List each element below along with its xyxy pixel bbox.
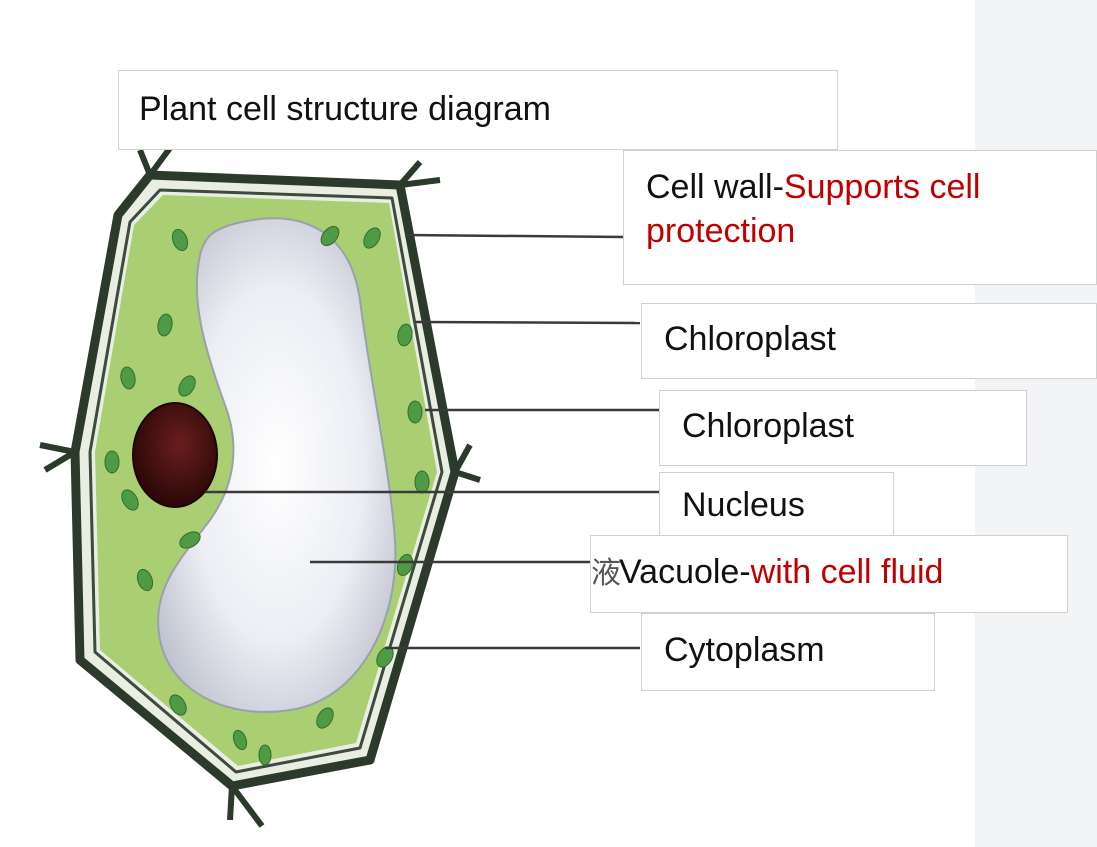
label-chloroplast-1: Chloroplast bbox=[641, 303, 1097, 379]
diagram-title: Plant cell structure diagram bbox=[118, 70, 838, 150]
nucleus-shape bbox=[133, 403, 217, 507]
vacuole-residual-char: 液 bbox=[591, 557, 619, 590]
cell-wall-name: Cell wall- bbox=[646, 168, 784, 206]
vacuole-name: Vacuole- bbox=[619, 553, 751, 591]
label-cell-wall: Cell wall-Supports cell protection bbox=[623, 150, 1097, 285]
chloroplast-1-text: Chloroplast bbox=[664, 320, 836, 358]
chloroplast-2-text: Chloroplast bbox=[682, 407, 854, 445]
label-vacuole: 液Vacuole-with cell fluid bbox=[590, 535, 1068, 613]
nucleus-text: Nucleus bbox=[682, 486, 805, 524]
label-chloroplast-2: Chloroplast bbox=[659, 390, 1027, 466]
label-cytoplasm: Cytoplasm bbox=[641, 613, 935, 691]
cytoplasm-text: Cytoplasm bbox=[664, 631, 825, 669]
label-nucleus: Nucleus bbox=[659, 472, 894, 536]
vacuole-function: with cell fluid bbox=[751, 553, 944, 591]
diagram-title-text: Plant cell structure diagram bbox=[139, 90, 551, 128]
